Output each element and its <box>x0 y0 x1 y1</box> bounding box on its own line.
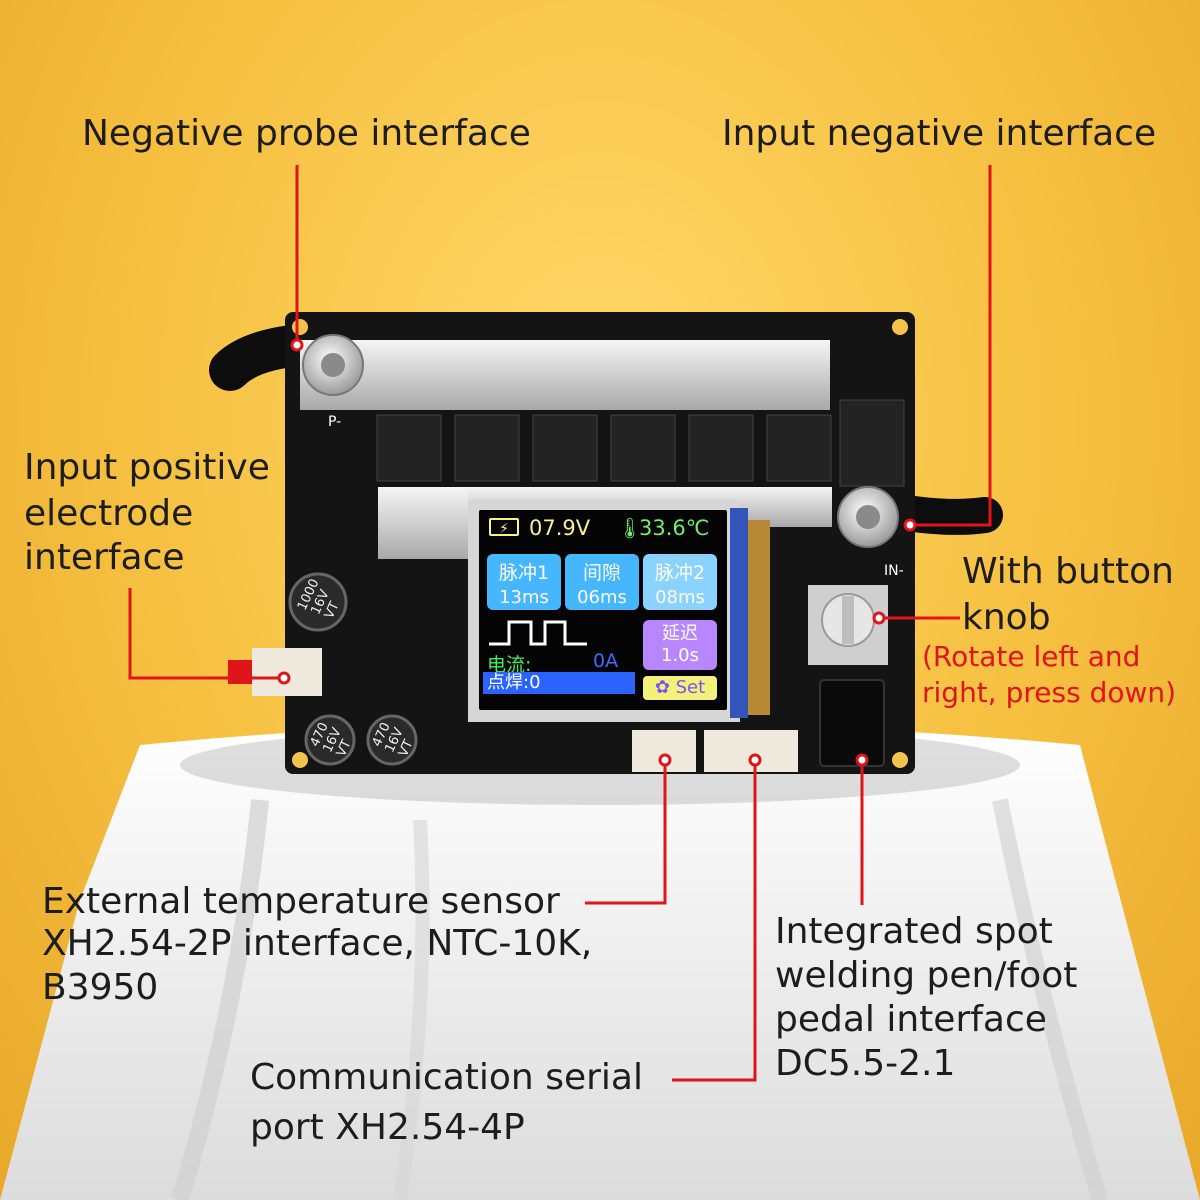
label-button-knob-line2: knob <box>962 597 1051 638</box>
delay-label: 延迟 <box>662 623 698 644</box>
thermometer-icon: 🌡 <box>617 516 643 540</box>
label-pedal-line3: pedal interface <box>775 999 1047 1040</box>
label-button-knob-line1: With button <box>962 551 1174 592</box>
delay-value: 1.0s <box>660 645 699 666</box>
silk-in-label: IN- <box>884 563 904 579</box>
label-knob-note-line2: right, press down) <box>922 676 1177 709</box>
annotation-lines <box>128 165 992 1082</box>
battery-icon: ⚡ <box>489 518 519 537</box>
pulse-waveform-icon <box>489 620 587 646</box>
gap-label: 间隙 <box>582 562 621 584</box>
delay-tile: 延迟 1.0s <box>643 620 717 670</box>
label-temp-sensor-line2: XH2.54-2P interface, NTC-10K, <box>42 923 593 964</box>
spot-weld-counter: 点焊:0 <box>483 672 635 694</box>
pulse1-tile: 脉冲1 13ms <box>487 554 561 610</box>
label-temp-sensor-line1: External temperature sensor <box>42 881 560 922</box>
label-input-positive-line1: Input positive <box>24 447 270 488</box>
pulse1-value: 13ms <box>499 587 549 608</box>
gap-value: 06ms <box>577 587 627 608</box>
temperature-readout: 33.6℃ <box>639 516 710 540</box>
silk-p-label: P- <box>328 414 341 430</box>
current-label: 电流: <box>487 654 532 676</box>
label-input-negative: Input negative interface <box>722 113 1157 154</box>
label-serial-line2: port XH2.54-4P <box>250 1107 525 1148</box>
label-pedal-line1: Integrated spot <box>775 911 1053 952</box>
pulse2-value: 08ms <box>655 587 705 608</box>
cap-small-right-line3: VT <box>396 738 417 760</box>
label-temp-sensor-line3: B3950 <box>42 967 159 1008</box>
label-serial-line1: Communication serial <box>250 1057 643 1098</box>
label-negative-probe: Negative probe interface <box>82 113 531 154</box>
pulse2-tile: 脉冲2 08ms <box>643 554 717 610</box>
label-input-positive-line3: interface <box>24 537 185 578</box>
pulse1-label: 脉冲1 <box>498 562 550 584</box>
cap-large-line3: VT <box>322 600 343 622</box>
current-value: 0A <box>593 650 619 672</box>
cap-small-left-line3: VT <box>334 738 355 760</box>
gap-tile: 间隙 06ms <box>565 554 639 610</box>
set-button: ✿ Set <box>643 676 717 700</box>
lcd-screen: ⚡ 07.9V 🌡 33.6℃ 脉冲1 13ms 间隙 06ms 脉冲2 08m… <box>479 510 727 710</box>
label-input-positive-line2: electrode <box>24 493 194 534</box>
label-pedal-line2: welding pen/foot <box>775 955 1078 996</box>
label-pedal-line4: DC5.5-2.1 <box>775 1043 956 1084</box>
pulse2-label: 脉冲2 <box>654 562 706 584</box>
voltage-readout: 07.9V <box>529 516 591 540</box>
label-knob-note-line1: (Rotate left and <box>922 640 1141 673</box>
